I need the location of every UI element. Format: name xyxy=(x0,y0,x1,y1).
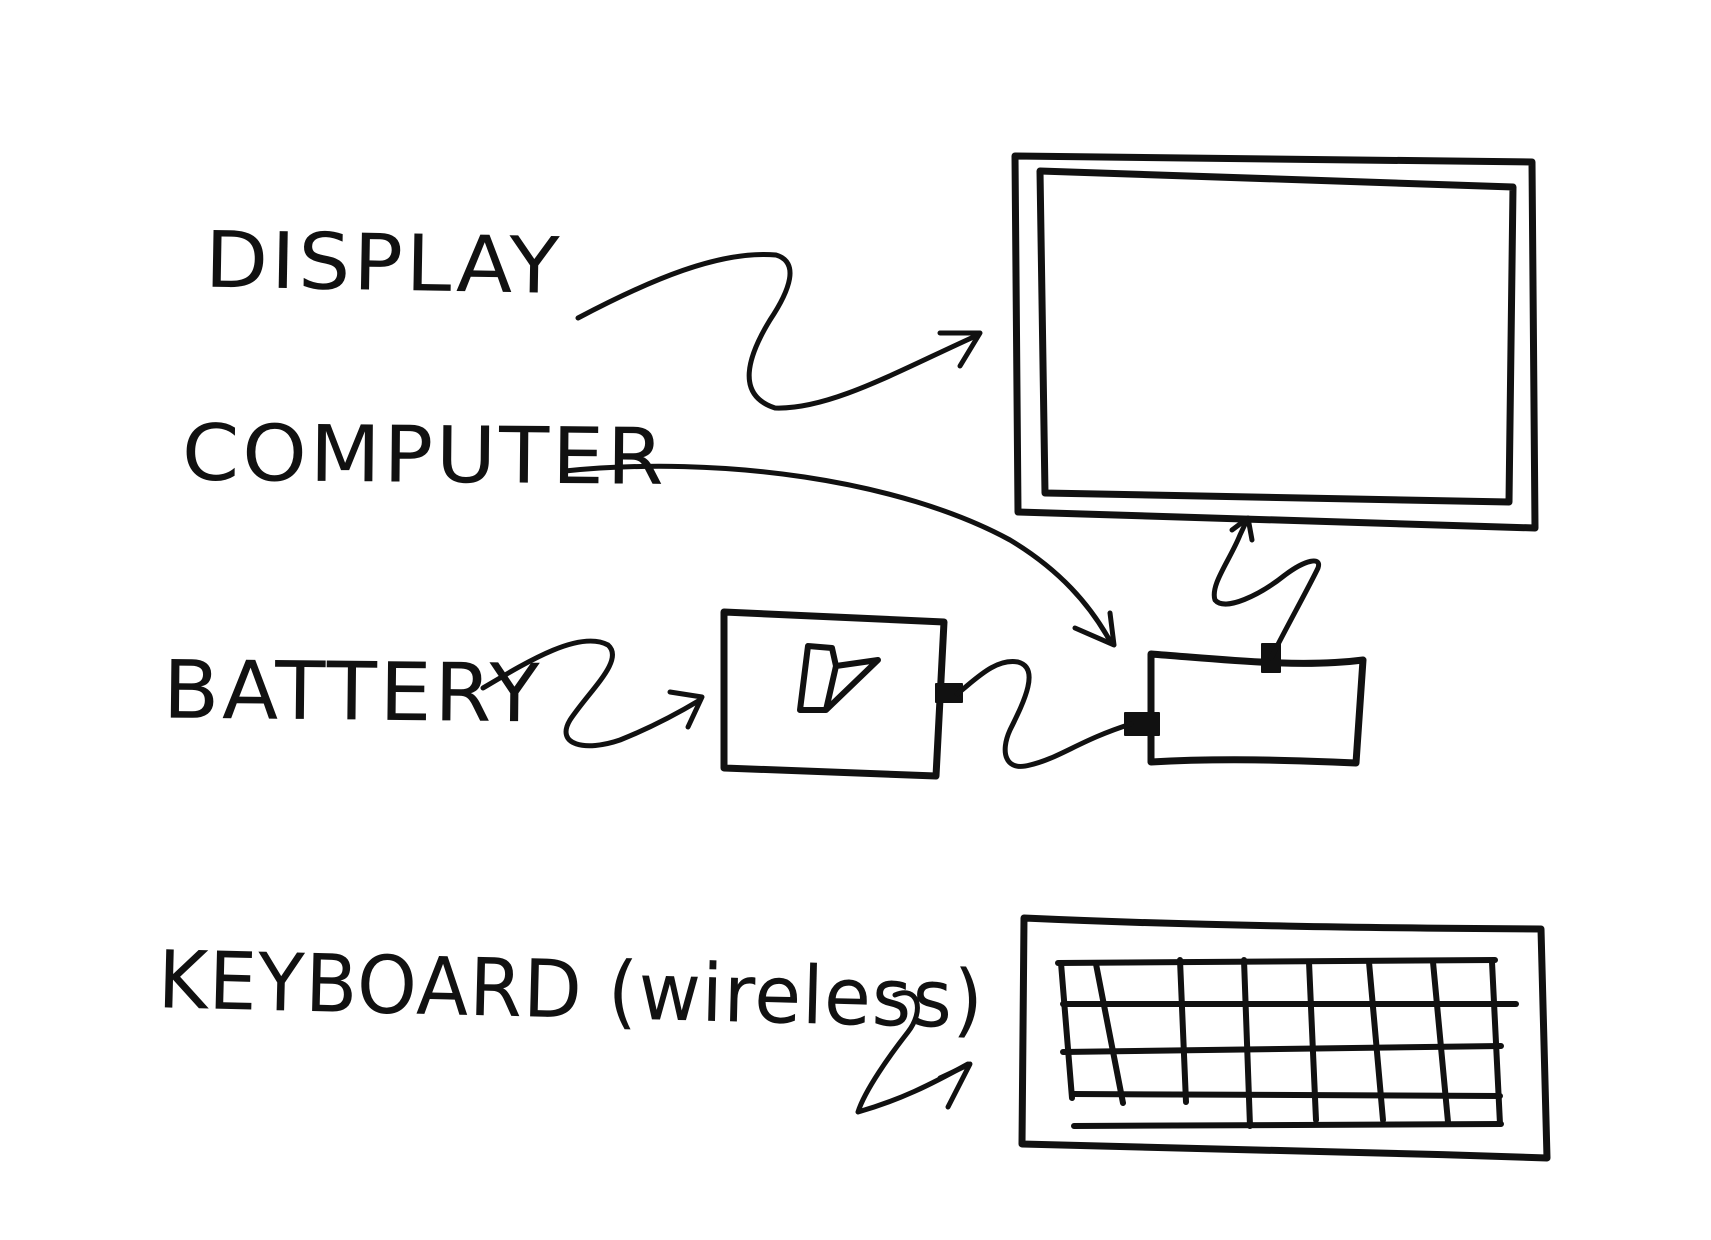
keyboard-frame xyxy=(1018,914,1551,1162)
display-monitor xyxy=(1011,152,1539,532)
display-inner-screen xyxy=(1036,167,1517,506)
lightning-bolt-icon xyxy=(797,643,881,713)
computer-arrow xyxy=(562,463,1117,648)
display-outer-frame xyxy=(1011,152,1539,532)
computer-battery-cable xyxy=(954,659,1134,769)
computer-display-cable xyxy=(1211,515,1322,661)
keyboard-grid-icon xyxy=(1055,957,1519,1129)
keyboard-arrow xyxy=(855,990,973,1115)
battery-arrow xyxy=(480,638,705,749)
keyboard-unit xyxy=(1018,914,1551,1162)
computer-box xyxy=(1147,650,1367,767)
display-arrow xyxy=(575,251,983,411)
battery-unit xyxy=(720,608,963,780)
battery-box xyxy=(720,608,948,780)
